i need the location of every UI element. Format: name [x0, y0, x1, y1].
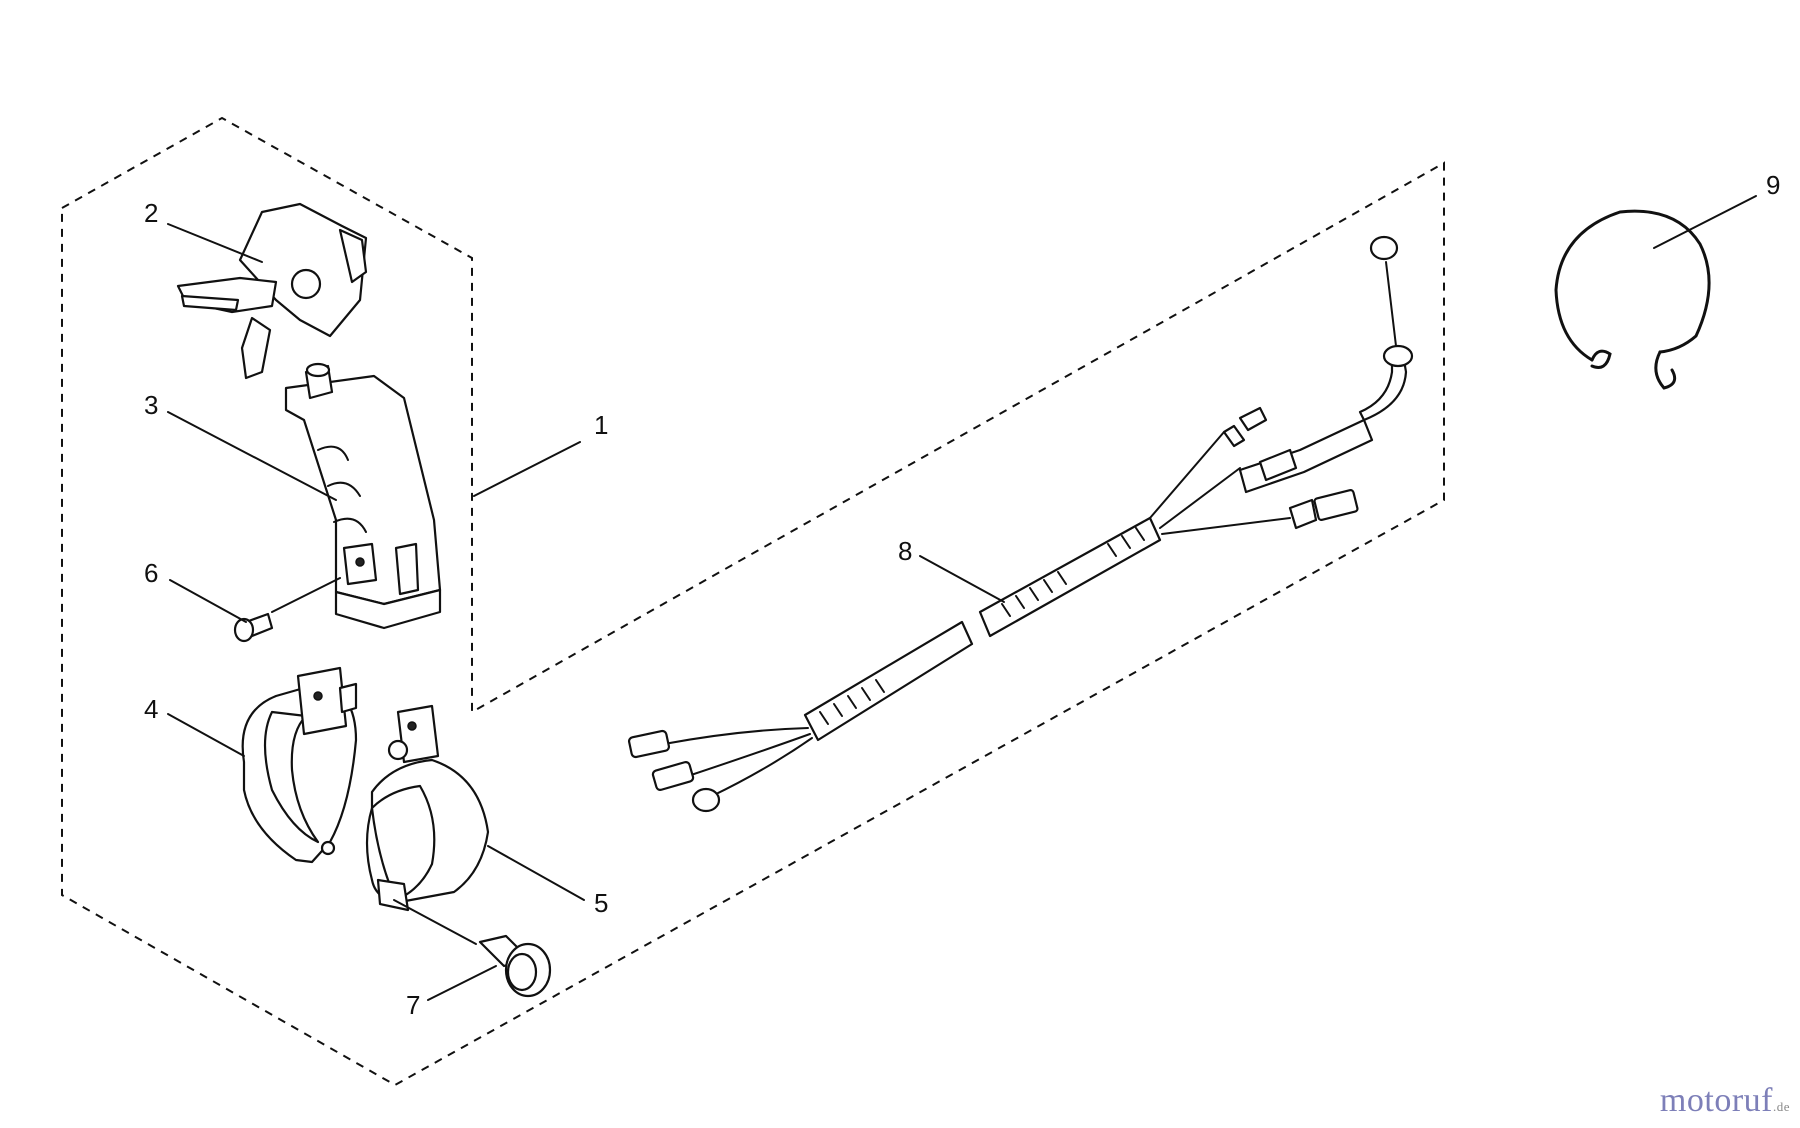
leader-line-6 [169, 577, 341, 623]
leader-line-8 [919, 555, 1005, 603]
callout-3: 3 [144, 390, 158, 420]
handle-grip-part [284, 362, 442, 630]
leader-line-7 [393, 899, 497, 1001]
callout-8: 8 [898, 536, 912, 566]
wire-clip-part [1554, 209, 1711, 390]
watermark-logo: motoruf.de [1660, 1082, 1790, 1120]
kit-outline-dashed [61, 116, 1445, 1087]
clamp-half-part-2 [365, 704, 490, 912]
leader-line-9 [1653, 195, 1757, 249]
thumb-bolt-part [478, 934, 552, 998]
callout-5: 5 [594, 888, 608, 918]
watermark-main: motoruf [1659, 1082, 1773, 1119]
leader-line-1 [473, 441, 581, 497]
callout-6: 6 [144, 558, 158, 588]
leader-line-2 [167, 223, 263, 263]
wiring-harness-part [627, 235, 1414, 813]
watermark-suffix: .de [1772, 1099, 1790, 1114]
throttle-lever-part [176, 202, 368, 380]
clamp-half-part [241, 666, 358, 864]
leader-line-3 [167, 411, 337, 501]
callout-4: 4 [144, 694, 158, 724]
callout-9: 9 [1766, 170, 1780, 200]
leader-line-5 [487, 845, 585, 901]
leader-line-4 [167, 713, 245, 757]
callout-7: 7 [406, 990, 420, 1020]
callout-2: 2 [144, 198, 158, 228]
small-screw-part [233, 612, 274, 643]
callout-1: 1 [594, 410, 608, 440]
